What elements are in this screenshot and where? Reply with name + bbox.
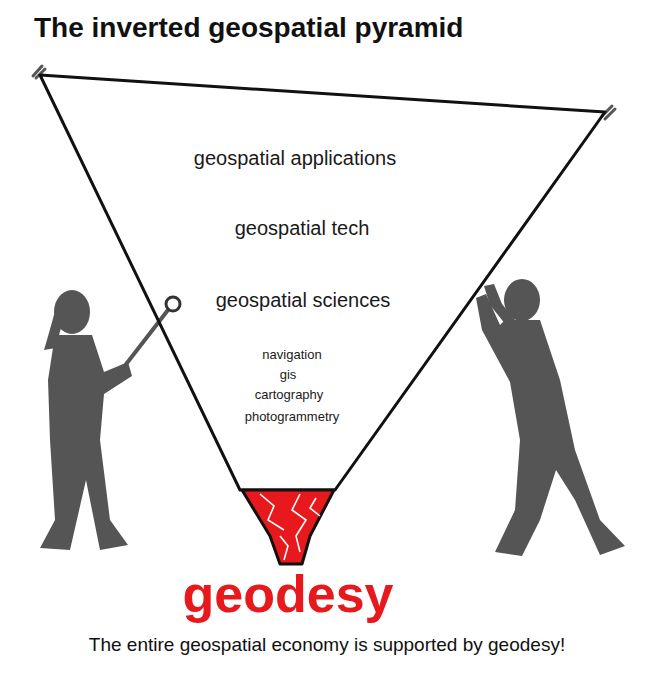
pyramid-band-outline xyxy=(40,75,605,490)
layer-label: geospatial applications xyxy=(194,146,396,170)
pyramid-band: geospatial applications geospatial tech ge… xyxy=(40,75,605,490)
crack-line xyxy=(260,494,284,530)
pointer-stick xyxy=(120,297,180,372)
discipline-label: gis xyxy=(280,367,297,383)
discipline-label: photogrammetry xyxy=(245,409,340,425)
cracked-foundation-outline xyxy=(240,486,336,564)
diagram-title: The inverted geospatial pyramid xyxy=(34,12,463,44)
left-person xyxy=(40,290,132,550)
crack-line xyxy=(292,494,306,552)
crack-line xyxy=(310,498,320,516)
layer-label: geospatial sciences xyxy=(216,288,391,312)
diagram-caption: The entire geospatial economy is support… xyxy=(0,634,654,656)
outline-shape xyxy=(40,75,605,490)
right-person xyxy=(476,279,625,556)
discipline-label: cartography xyxy=(255,387,324,403)
outline-shape xyxy=(242,490,334,564)
cracked-foundation: geodesy xyxy=(240,486,336,564)
crack-line xyxy=(280,536,288,560)
foundation-label: geodesy xyxy=(183,566,394,622)
layer-label: geospatial tech xyxy=(235,216,370,240)
discipline-label: navigation xyxy=(262,347,321,363)
